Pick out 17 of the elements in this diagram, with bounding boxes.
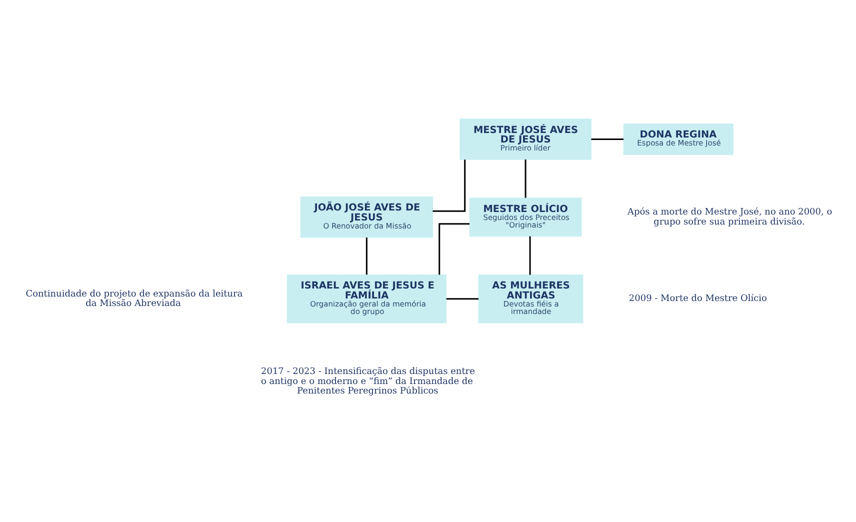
node-box: JOÃO JOSÉ AVES DE JESUS O Renovador da Missão — [300, 196, 432, 238]
connector — [590, 138, 624, 140]
node-box: AS MULHERES ANTIGAS Devotas fiéis a irmandade — [478, 274, 583, 324]
label: Após a morte do Mestre José, no ano 2000, o grupo sofre sua primeira divisão. — [626, 208, 832, 228]
connector — [524, 160, 526, 198]
label: 2009 - Morte do Mestre Olício — [628, 294, 766, 304]
label: Continuidade do projeto de expansão da leitura da Missão Abreviada — [25, 289, 242, 310]
node-box: MESTRE JOSÉ AVES DE JESUS Primeiro líder — [459, 118, 591, 160]
connector — [528, 236, 530, 275]
label: 2017 - 2023 - Intensificação das disputas entre o antigo e o moderno e “fim” da Irmandade de Penitentes Peregrinos Públicos — [260, 367, 474, 397]
connector — [438, 223, 469, 275]
connector — [432, 160, 466, 212]
node-box: MESTRE OLÍCIO Seguidos dos Preceitos "Originais" — [468, 198, 582, 237]
node-box: DONA REGINA Esposa de Mestre José — [622, 124, 733, 155]
node-box: ISRAEL AVES DE JESUS E FAMÍLIA Organização geral da memória do grupo — [286, 274, 446, 324]
connector — [365, 238, 367, 275]
connector — [446, 298, 478, 300]
